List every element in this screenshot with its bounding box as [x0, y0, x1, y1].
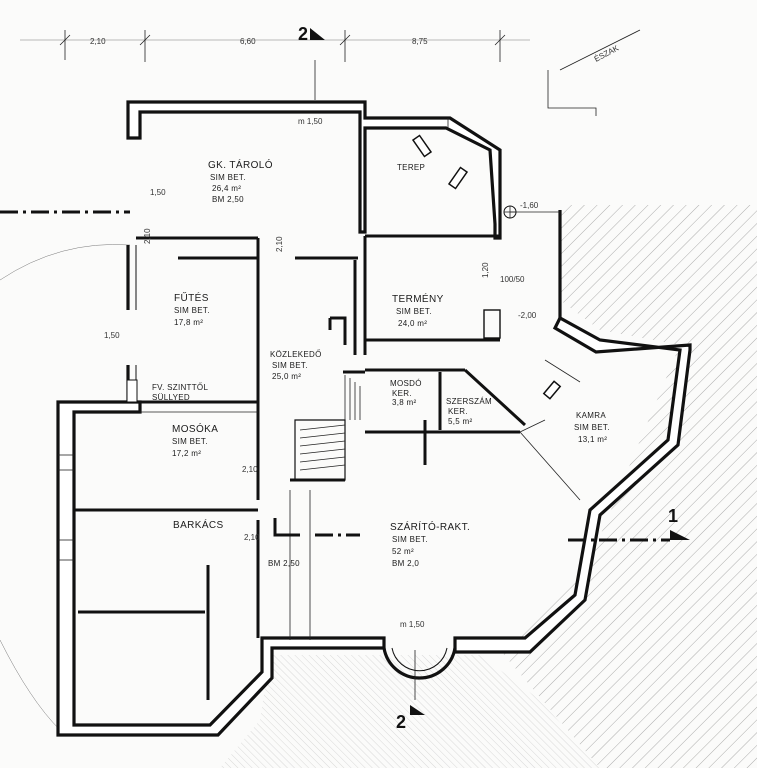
dim-top-3: 8,75 [412, 37, 428, 46]
section-2-bottom: 2 [396, 712, 406, 732]
terrain-hatching [0, 205, 757, 768]
workshop-name: BARKÁCS [173, 518, 224, 531]
dim-210-d: 2,10 [244, 533, 260, 542]
garage-area: 26,4 m² [212, 184, 241, 193]
heating-area: 17,8 m² [174, 318, 203, 327]
room-labels: GK. TÁROLÓ SIM BET. 26,4 m² BM 2,50 TERE… [152, 158, 610, 568]
north-sign: ÉSZAK [547, 29, 641, 116]
dim-m150-bottom: m 1,50 [400, 620, 425, 629]
corridor-floor: SIM BET. [272, 361, 308, 370]
section-1: 1 [668, 506, 678, 526]
heating-name: FŰTÉS [174, 290, 209, 304]
pantry-floor: SIM BET. [574, 423, 610, 432]
dim-100-50: 100/50 [500, 275, 525, 284]
laundry-area: 17,2 m² [172, 449, 201, 458]
heating-floor: SIM BET. [174, 306, 210, 315]
tools-name: SZERSZÁM [446, 397, 492, 406]
dim-210-a: 2,10 [143, 228, 152, 244]
top-dimension-chain: 2,10 6,60 8,75 [20, 30, 530, 62]
washroom-area: 3,8 m² [392, 398, 417, 407]
crop-area: 24,0 m² [398, 319, 427, 328]
dim-200: -2,00 [518, 311, 537, 320]
pantry-area: 13,1 m² [578, 435, 607, 444]
garage-name: GK. TÁROLÓ [208, 158, 273, 171]
corridor-name: KÖZLEKEDŐ [270, 350, 322, 359]
storage-name: SZÁRÍTÓ-RAKT. [390, 520, 470, 533]
dim-150-a: 1,50 [104, 331, 120, 340]
section-2-top: 2 [298, 24, 308, 44]
section-cuts: 2 1 2 [0, 24, 690, 732]
dimension-notes: m 1,50 m 1,50 2,10 2,10 2,10 2,10 -1,60 … [104, 117, 539, 629]
stairs [290, 370, 365, 482]
dim-m150-top: m 1,50 [298, 117, 323, 126]
terrain-name: TEREP [397, 163, 425, 172]
dim-top-1: 2,10 [90, 37, 106, 46]
windows [126, 134, 562, 403]
level-note-2: SÜLLYED [152, 393, 190, 402]
dim-210-c: 2,10 [242, 465, 258, 474]
exterior-walls [56, 100, 692, 737]
pantry-name: KAMRA [576, 411, 606, 420]
garage-floor: SIM BET. [210, 173, 246, 182]
storage-area: 52 m² [392, 547, 414, 556]
dim-top-2: 6,60 [240, 37, 256, 46]
garage-height: BM 2,50 [212, 195, 244, 204]
tools-area: 5,5 m² [448, 417, 473, 426]
crop-floor: SIM BET. [396, 307, 432, 316]
laundry-name: MOSÓKA [172, 422, 218, 435]
corridor-area: 25,0 m² [272, 372, 301, 381]
storage-height: BM 2,0 [392, 559, 419, 568]
laundry-floor: SIM BET. [172, 437, 208, 446]
dim-150-b: 1,50 [150, 188, 166, 197]
workshop-height: BM 2,50 [268, 559, 300, 568]
washroom-name: MOSDÓ [390, 379, 422, 388]
tools-floor: KER. [448, 407, 468, 416]
dim-160: -1,60 [520, 201, 539, 210]
interior-partitions [74, 118, 581, 700]
dim-120: 1,20 [481, 262, 490, 278]
dim-210-b: 2,10 [275, 236, 284, 252]
washroom-floor: KER. [392, 389, 412, 398]
storage-floor: SIM BET. [392, 535, 428, 544]
level-note-1: FV. SZINTTŐL [152, 383, 208, 392]
crop-name: TERMÉNY [392, 292, 444, 305]
